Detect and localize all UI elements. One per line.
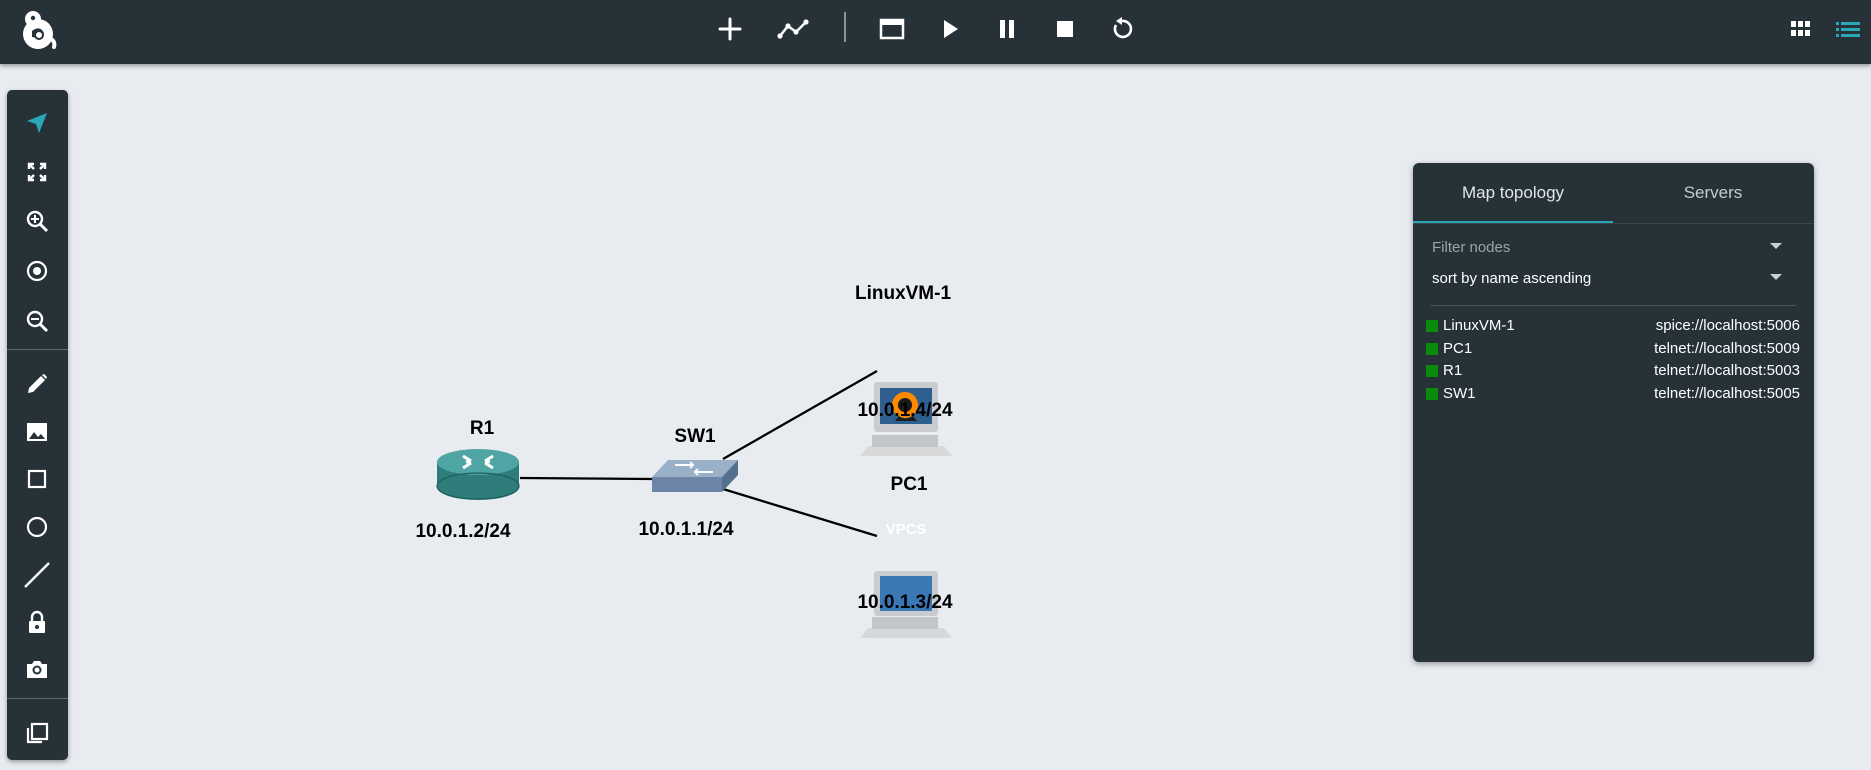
- screenshot-button[interactable]: [16, 650, 58, 688]
- node-label[interactable]: R1: [469, 418, 495, 439]
- tools-sidebar: [7, 90, 68, 760]
- top-toolbar: [0, 0, 1871, 64]
- play-icon: [944, 20, 958, 38]
- console-button[interactable]: [871, 10, 913, 48]
- toolbar-separator: [844, 12, 846, 42]
- node-label[interactable]: LinuxVM-1: [854, 283, 952, 304]
- draw-button[interactable]: [16, 365, 58, 403]
- lock-button[interactable]: [16, 603, 58, 641]
- draw-ellipse-button[interactable]: [16, 508, 58, 546]
- filter-nodes-select[interactable]: Filter nodes: [1432, 235, 1794, 261]
- topology-summary-button[interactable]: [1827, 10, 1869, 48]
- node-console[interactable]: telnet://localhost:5009: [1654, 340, 1800, 357]
- ellipse-icon: [26, 516, 48, 538]
- node-ip-label[interactable]: 10.0.1.3/24: [857, 592, 953, 613]
- topology-canvas[interactable]: R1 10.0.1.2/24 SW1 10.0.1.1/24 LinuxVM-1…: [0, 64, 1871, 770]
- node-name: LinuxVM-1: [1443, 317, 1515, 334]
- line-icon: [24, 562, 50, 588]
- fit-icon: [27, 162, 47, 182]
- layers-icon: [26, 722, 49, 744]
- switch-icon[interactable]: [652, 460, 738, 492]
- tab-label: Servers: [1683, 183, 1743, 202]
- draw-rectangle-button[interactable]: [16, 460, 58, 498]
- plus-icon: [718, 17, 742, 41]
- link-sw1-linuxvm1[interactable]: [722, 370, 878, 460]
- zoom-out-button[interactable]: [16, 302, 58, 340]
- start-all-button[interactable]: [929, 10, 971, 48]
- node-label[interactable]: SW1: [674, 426, 716, 447]
- select-tool-button[interactable]: [16, 104, 58, 142]
- suspend-all-button[interactable]: [986, 10, 1028, 48]
- node-ip-label[interactable]: 10.0.1.2/24: [415, 521, 511, 542]
- sort-value: sort by name ascending: [1432, 270, 1592, 287]
- node-list-item[interactable]: R1 telnet://localhost:5003: [1426, 360, 1800, 382]
- tab-servers[interactable]: Servers: [1613, 163, 1813, 223]
- select-icon: [27, 113, 47, 133]
- filter-nodes-placeholder: Filter nodes: [1432, 239, 1511, 256]
- status-started-icon: [1426, 320, 1438, 332]
- rectangle-icon: [27, 469, 47, 489]
- node-label[interactable]: PC1: [890, 474, 928, 495]
- reset-zoom-icon: [26, 260, 48, 282]
- node-list-item[interactable]: LinuxVM-1 spice://localhost:5006: [1426, 315, 1800, 337]
- stop-all-button[interactable]: [1044, 10, 1086, 48]
- node-ip-label[interactable]: 10.0.1.1/24: [638, 519, 734, 540]
- draw-line-button[interactable]: [16, 556, 58, 594]
- topology-summary-panel: Map topology Servers Filter nodes sort b…: [1413, 163, 1814, 662]
- list-icon: [1836, 22, 1860, 37]
- add-link-button[interactable]: [772, 10, 814, 48]
- lock-icon: [29, 610, 45, 633]
- node-console[interactable]: telnet://localhost:5005: [1654, 385, 1800, 402]
- add-node-button[interactable]: [709, 10, 751, 48]
- tab-map-topology[interactable]: Map topology: [1413, 163, 1613, 223]
- link-r1-sw1[interactable]: [519, 476, 653, 481]
- insert-image-button[interactable]: [16, 413, 58, 451]
- reload-icon: [1113, 17, 1133, 39]
- stop-icon: [1057, 21, 1073, 37]
- pause-icon: [1000, 20, 1014, 38]
- gns3-logo-icon[interactable]: [18, 8, 60, 52]
- node-name: SW1: [1443, 385, 1476, 402]
- zoom-in-icon: [26, 210, 49, 233]
- node-name: PC1: [1443, 340, 1473, 357]
- link-graph-icon: [777, 19, 809, 39]
- status-started-icon: [1426, 343, 1438, 355]
- zoom-out-icon: [26, 310, 49, 333]
- reset-zoom-button[interactable]: [16, 252, 58, 290]
- panel-divider: [1430, 305, 1796, 306]
- node-console[interactable]: spice://localhost:5006: [1655, 317, 1800, 334]
- draw-icon: [28, 374, 47, 393]
- layers-button[interactable]: [16, 714, 58, 752]
- node-name: R1: [1443, 362, 1463, 379]
- node-list-item[interactable]: PC1 telnet://localhost:5009: [1426, 338, 1800, 360]
- node-list-item[interactable]: SW1 telnet://localhost:5005: [1426, 383, 1800, 405]
- tabs-divider: [1413, 223, 1814, 224]
- topology-links: [436, 370, 952, 638]
- grid-view-button[interactable]: [1780, 10, 1822, 48]
- fit-to-screen-button[interactable]: [16, 153, 58, 191]
- grid-icon: [1791, 21, 1810, 36]
- screenshot-icon: [27, 661, 47, 678]
- window-icon: [879, 18, 905, 40]
- tab-label: Map topology: [1461, 183, 1565, 202]
- sidebar-separator: [7, 698, 68, 699]
- linux-vm-icon[interactable]: [860, 382, 952, 456]
- caret-down-icon: [1770, 274, 1782, 280]
- caret-down-icon: [1770, 243, 1782, 249]
- node-ip-label[interactable]: 10.0.1.4/24: [857, 400, 953, 421]
- sidebar-separator: [7, 349, 68, 350]
- node-console[interactable]: telnet://localhost:5003: [1654, 362, 1800, 379]
- router-icon[interactable]: [436, 449, 520, 500]
- status-started-icon: [1426, 388, 1438, 400]
- reload-all-button[interactable]: [1101, 10, 1143, 48]
- zoom-in-button[interactable]: [16, 202, 58, 240]
- pc-icon[interactable]: [860, 571, 952, 638]
- pc-screen-text: VPCS: [885, 521, 927, 538]
- active-tab-indicator: [1413, 221, 1613, 223]
- status-started-icon: [1426, 365, 1438, 377]
- link-sw1-pc1[interactable]: [722, 487, 878, 538]
- sort-select[interactable]: sort by name ascending: [1432, 266, 1794, 292]
- image-icon: [27, 423, 47, 441]
